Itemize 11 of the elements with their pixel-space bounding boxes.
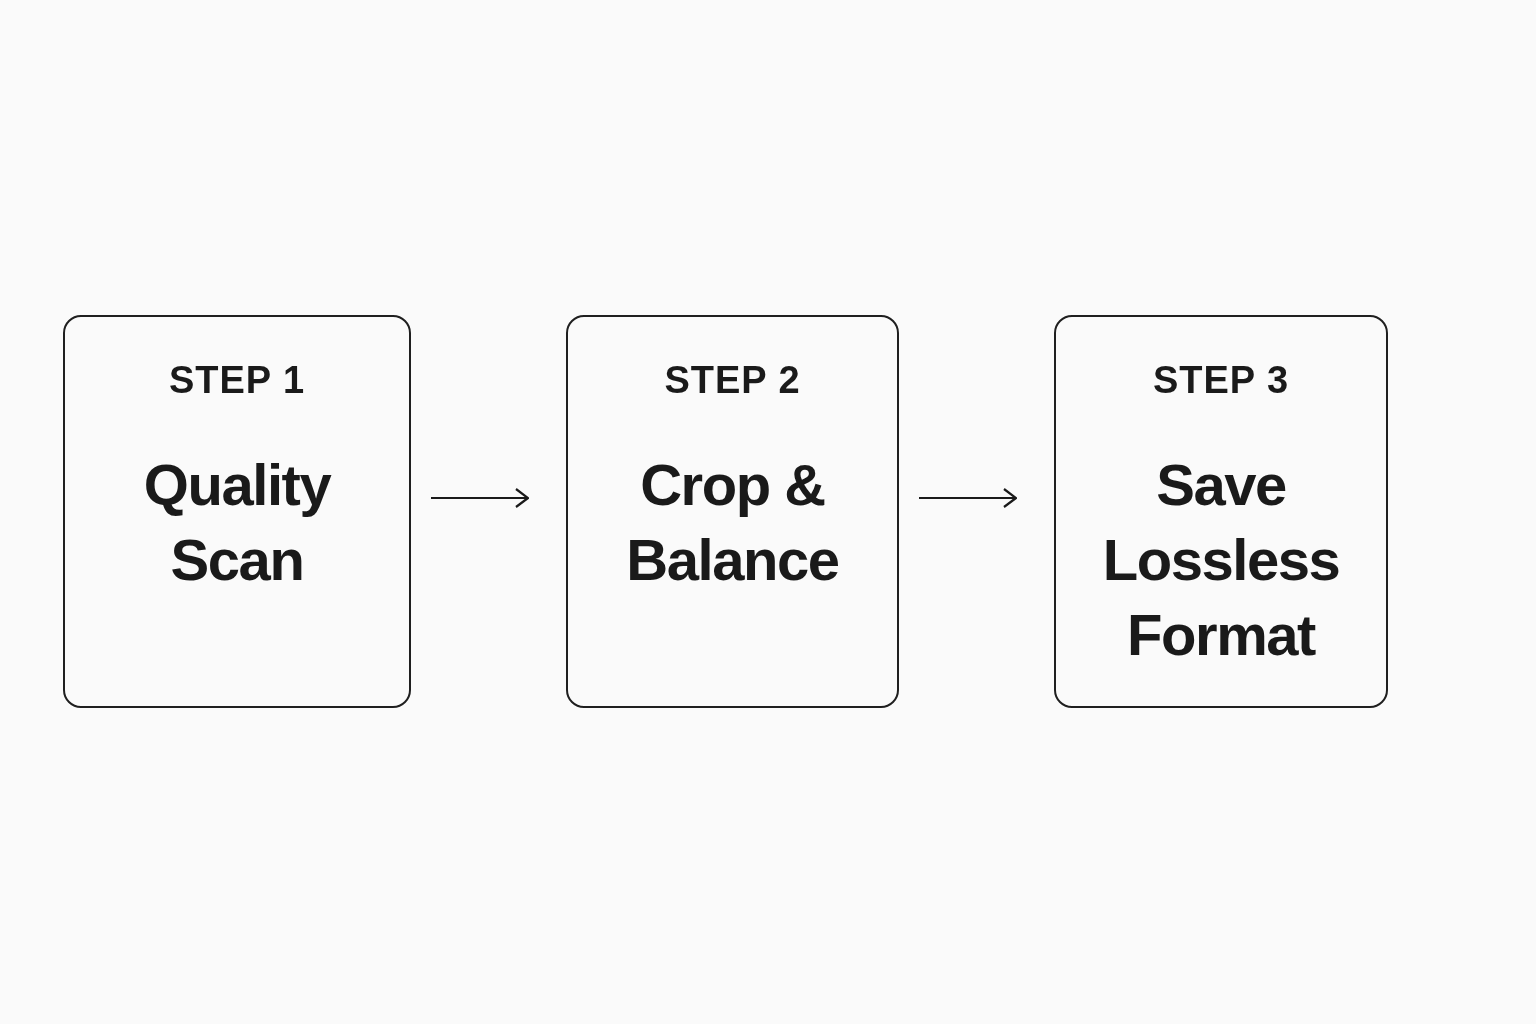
step-box xyxy=(1054,315,1388,708)
arrow xyxy=(919,487,1018,509)
arrow xyxy=(431,487,530,509)
step-box xyxy=(566,315,899,708)
step-title: Crop & Balance xyxy=(625,450,840,594)
step-label: STEP 2 xyxy=(664,358,801,403)
step-label: STEP 3 xyxy=(1153,358,1289,403)
step-title: Quality Scan xyxy=(142,450,333,594)
step-box xyxy=(63,315,411,708)
step-title: Save Lossless Format xyxy=(1101,450,1341,669)
step-label: STEP 1 xyxy=(169,358,305,403)
